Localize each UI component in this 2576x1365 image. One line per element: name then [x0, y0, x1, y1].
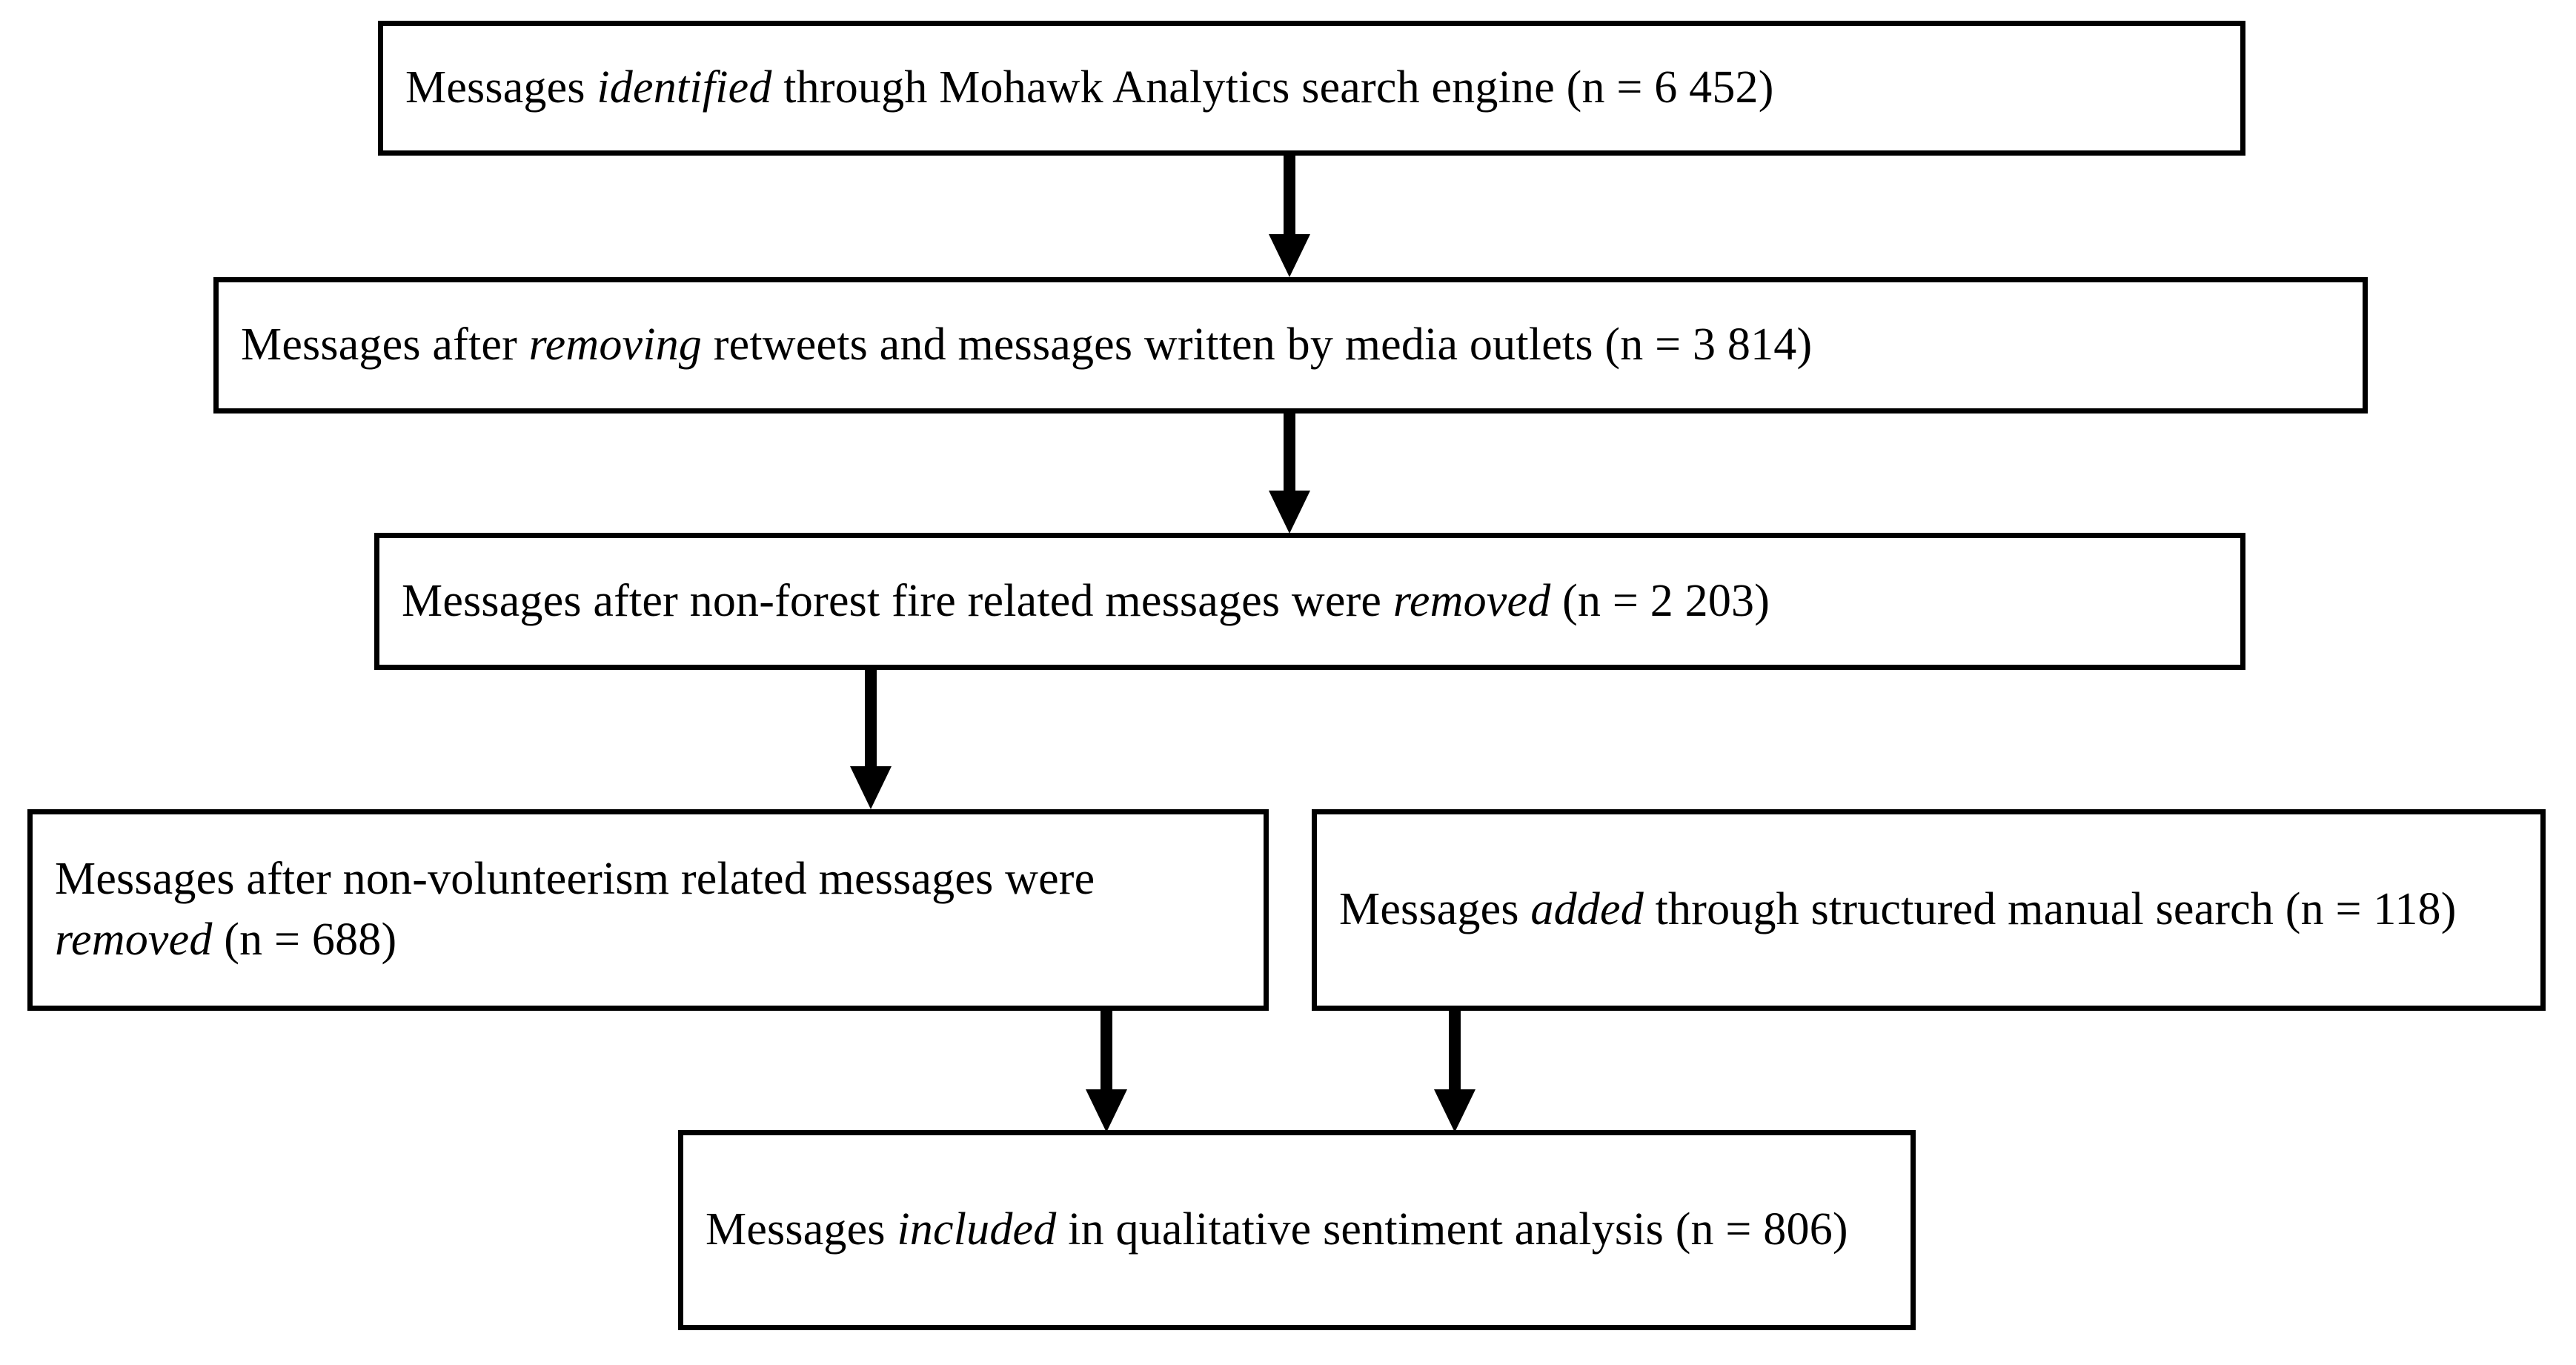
edge-2-arrow-down-icon [1263, 412, 1316, 535]
node-after-non-volunteerism-removed-text-after: (n = 688) [212, 914, 397, 965]
node-added-manual-search: Messages added through structured manual… [1312, 809, 2546, 1011]
node-included-analysis-text-before: Messages [706, 1204, 897, 1255]
node-after-non-forest-fire-removed-text-before: Messages after non-forest fire related m… [402, 575, 1393, 626]
node-after-non-forest-fire-removed: Messages after non-forest fire related m… [374, 533, 2245, 670]
node-after-non-forest-fire-removed-text: Messages after non-forest fire related m… [402, 571, 1770, 632]
edge-1-arrow-down-icon [1263, 154, 1316, 279]
node-after-non-volunteerism-removed: Messages after non-volunteerism related … [27, 809, 1269, 1011]
edge-3-arrow-down-icon [844, 668, 897, 811]
node-identified-text-before: Messages [405, 62, 597, 113]
node-identified-text: Messages identified through Mohawk Analy… [405, 58, 1774, 119]
node-after-removing-retweets-text-emphasis: removing [528, 319, 703, 371]
node-after-non-volunteerism-removed-text-emphasis: removed [55, 914, 213, 965]
node-after-non-volunteerism-removed-text-before: Messages after non-volunteerism related … [55, 854, 1095, 905]
node-after-non-volunteerism-removed-text: Messages after non-volunteerism related … [55, 849, 1246, 971]
node-after-removing-retweets-text-after: retweets and messages written by media o… [702, 319, 1813, 371]
node-after-non-forest-fire-removed-text-after: (n = 2 203) [1550, 575, 1770, 626]
node-identified: Messages identified through Mohawk Analy… [378, 21, 2245, 156]
node-identified-text-emphasis: identified [597, 62, 772, 113]
node-after-removing-retweets-text: Messages after removing retweets and mes… [241, 315, 1812, 376]
node-added-manual-search-text: Messages added through structured manual… [1339, 880, 2457, 940]
node-included-analysis: Messages included in qualitative sentime… [678, 1130, 1916, 1330]
edge-4-arrow-down-icon [1080, 1009, 1133, 1134]
node-identified-text-after: through Mohawk Analytics search engine (… [771, 62, 1774, 113]
node-added-manual-search-text-after: through structured manual search (n = 11… [1643, 884, 2457, 935]
node-included-analysis-text-after: in qualitative sentiment analysis (n = 8… [1056, 1204, 1848, 1255]
node-added-manual-search-text-emphasis: added [1530, 884, 1644, 935]
node-included-analysis-text: Messages included in qualitative sentime… [706, 1200, 1848, 1261]
node-included-analysis-text-emphasis: included [897, 1204, 1057, 1255]
node-after-removing-retweets-text-before: Messages after [241, 319, 529, 371]
node-after-non-forest-fire-removed-text-emphasis: removed [1392, 575, 1551, 626]
node-after-removing-retweets: Messages after removing retweets and mes… [213, 277, 2368, 414]
edge-5-arrow-down-icon [1428, 1009, 1481, 1134]
node-added-manual-search-text-before: Messages [1339, 884, 1531, 935]
